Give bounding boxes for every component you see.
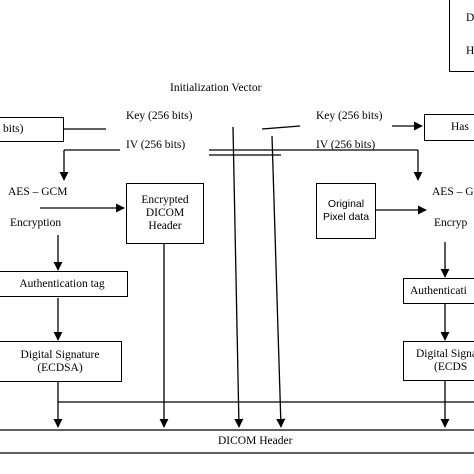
left-auth-tag-label: Authentication tag bbox=[19, 277, 105, 290]
right-iv-label: IV (256 bits) bbox=[316, 139, 376, 151]
init-vector-label: Initialization Vector bbox=[170, 82, 262, 94]
iv-vertical-1 bbox=[232, 126, 244, 428]
right-signature-line1: Digital Signa bbox=[416, 348, 474, 360]
left-encryption-label: Encryption bbox=[10, 217, 62, 229]
left-key-box-label: bits) bbox=[3, 123, 24, 135]
right-signature-box: Digital Signa (ECDS bbox=[403, 341, 474, 381]
left-aes-label: AES – GCM bbox=[8, 186, 68, 198]
hash-box: Has bbox=[424, 114, 474, 141]
left-auth-tag-box: Authentication tag bbox=[0, 271, 128, 297]
original-pixel-box: Original Pixel data bbox=[316, 183, 376, 239]
left-iv-label: IV (256 bits) bbox=[126, 139, 186, 151]
right-auth-tag-label: Authenticati bbox=[410, 284, 467, 297]
right-key-line bbox=[261, 125, 301, 130]
original-pixel-line1: Original bbox=[327, 198, 365, 210]
top-right-box-line2: H bbox=[466, 45, 474, 57]
top-right-box-line1: D bbox=[466, 12, 474, 24]
iv-vertical-2 bbox=[271, 135, 286, 428]
left-key-box: bits) bbox=[0, 117, 64, 142]
left-signature-box: Digital Signature (ECDSA) bbox=[0, 341, 122, 382]
encrypted-header-line1: Encrypted bbox=[141, 194, 189, 206]
left-signature-line1: Digital Signature bbox=[20, 348, 100, 361]
right-signature-line2: (ECDS bbox=[434, 361, 468, 373]
center-key-label: Key (256 bits) bbox=[126, 110, 193, 122]
right-aes-label: AES – G bbox=[432, 186, 474, 198]
right-encryption-label: Encryp bbox=[434, 217, 468, 229]
left-signature-line2: (ECDSA) bbox=[37, 361, 83, 374]
original-pixel-line2: Pixel data bbox=[322, 211, 370, 223]
dicom-header-label: DICOM Header bbox=[218, 435, 293, 447]
encrypted-header-line2: DICOM bbox=[145, 207, 185, 219]
right-key-label: Key (256 bits) bbox=[316, 110, 383, 122]
right-auth-tag-box: Authenticati bbox=[403, 278, 474, 304]
hash-box-label: Has bbox=[451, 121, 469, 133]
encrypted-header-line3: Header bbox=[148, 220, 182, 232]
encrypted-header-box: Encrypted DICOM Header bbox=[126, 183, 204, 244]
top-right-box: D H bbox=[449, 0, 474, 72]
